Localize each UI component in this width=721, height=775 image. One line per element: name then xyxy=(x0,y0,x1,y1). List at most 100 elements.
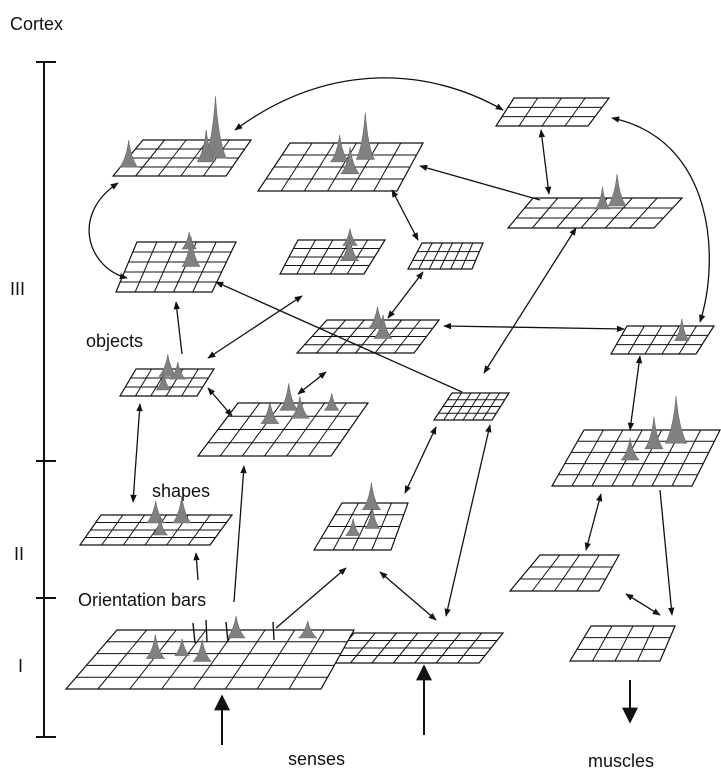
grid-right-i xyxy=(568,625,676,662)
cortex-title: Cortex xyxy=(10,14,63,34)
orientation-bar xyxy=(205,619,208,643)
grid-line xyxy=(288,629,325,690)
activation-peak xyxy=(192,639,212,662)
grid-line xyxy=(192,241,217,293)
grid-top-center xyxy=(256,112,425,192)
arrow-right-ii-to-right-i xyxy=(659,489,675,616)
arrow-shapes-to-objects-grid xyxy=(130,403,143,503)
grid-left-iii xyxy=(115,231,237,293)
activation-peak xyxy=(339,236,360,261)
activation-peak xyxy=(364,506,381,529)
orientation-bar xyxy=(272,621,275,641)
arrow-fine-to-left-iii xyxy=(215,281,463,393)
activation-peak xyxy=(594,186,611,210)
arrow-right-ii-low-to-right-i xyxy=(625,593,661,616)
activation-peak xyxy=(345,518,361,536)
grid-line xyxy=(129,629,177,690)
activation-peak xyxy=(226,615,246,639)
activation-peak xyxy=(329,134,350,163)
arrow-center-small-to-center-lower xyxy=(387,271,424,319)
grid-line xyxy=(134,368,153,397)
arrow-center-lower-to-right-iii xyxy=(443,322,625,333)
grid-line xyxy=(564,97,586,127)
arrow-right-iii-to-right-ii xyxy=(627,355,643,431)
grid-outline xyxy=(508,554,621,592)
grid-center-small xyxy=(406,242,484,270)
arrow-objects-to-left-iii xyxy=(173,301,183,355)
activation-peak xyxy=(342,228,358,246)
grid-line xyxy=(193,629,236,690)
grid-line xyxy=(224,629,266,690)
label-orientation-bars: Orientation bars xyxy=(78,590,206,610)
grid-right-iii xyxy=(609,318,716,355)
activation-peak xyxy=(145,500,166,524)
activation-peak xyxy=(152,517,168,536)
grid-center-shapes xyxy=(196,383,370,457)
activation-peak xyxy=(158,354,178,377)
arrow-objects-grid-to-center-lower xyxy=(207,295,303,359)
activation-peak xyxy=(340,146,360,175)
connections xyxy=(88,77,710,629)
arrow-right-ii-to-right-ii-low xyxy=(584,493,603,551)
grid-line xyxy=(661,325,680,355)
grid-line xyxy=(592,625,613,662)
grid-line xyxy=(256,629,296,690)
grid-line xyxy=(576,554,600,592)
arc-left-loop xyxy=(88,182,128,280)
arrow-orientation-to-shapes-grid xyxy=(193,552,200,581)
grid-line xyxy=(637,625,655,662)
arrow-center-i-to-fine xyxy=(444,424,492,617)
grid-outline xyxy=(568,625,676,662)
grid-right-mid xyxy=(506,173,684,229)
grid-line xyxy=(428,242,443,270)
arrow-right-mid-to-fine xyxy=(483,227,577,374)
level-label-iii: III xyxy=(10,279,25,299)
activation-peak xyxy=(172,495,192,524)
activation-peak xyxy=(290,396,310,419)
label-shapes: shapes xyxy=(152,481,210,501)
grid-line xyxy=(97,629,148,690)
grid-line xyxy=(161,629,207,690)
grid-outline xyxy=(506,197,684,229)
grid-line xyxy=(531,554,561,592)
grid-center-iii xyxy=(279,228,387,275)
activation-peak xyxy=(204,96,227,159)
grid-shapes xyxy=(78,495,234,546)
level-scale xyxy=(36,61,56,738)
grid-right-ii xyxy=(550,396,721,487)
grid-outline xyxy=(494,97,611,127)
arrow-top-right-to-right-mid xyxy=(538,129,552,195)
grid-outline xyxy=(115,241,237,293)
arrow-right-mid-to-top-center xyxy=(419,164,541,201)
activation-peak xyxy=(196,129,216,163)
activation-peak xyxy=(155,372,172,391)
grid-center-lower xyxy=(295,306,441,354)
arrow-shapes-grid-to-center-lower xyxy=(297,371,327,395)
activation-peak xyxy=(607,173,627,207)
grid-line xyxy=(556,197,584,229)
activation-peak xyxy=(297,620,318,639)
grid-line xyxy=(541,97,562,127)
grid-line xyxy=(627,325,645,355)
activation-peak xyxy=(361,482,382,510)
level-label-ii: II xyxy=(14,544,24,564)
grid-line xyxy=(671,429,702,487)
grid-line xyxy=(571,429,604,487)
activation-peak xyxy=(260,401,280,424)
arc-top-left-to-top-right xyxy=(234,77,504,131)
grid-line xyxy=(450,242,464,270)
orientation-bar xyxy=(192,622,196,644)
grid-right-ii-low xyxy=(508,554,621,592)
grid-center-ii xyxy=(312,482,409,551)
arrow-objects-grid-to-center-shapes xyxy=(207,387,233,417)
orientation-bar xyxy=(225,621,229,643)
arrow-orientation-to-center-shapes xyxy=(233,465,247,603)
activation-peak xyxy=(664,396,688,444)
grid-line xyxy=(134,241,158,293)
activation-peak xyxy=(181,236,201,267)
grid-line xyxy=(418,242,433,270)
activation-peak xyxy=(355,112,375,160)
activation-peak xyxy=(279,383,299,411)
map-layers xyxy=(64,96,721,690)
